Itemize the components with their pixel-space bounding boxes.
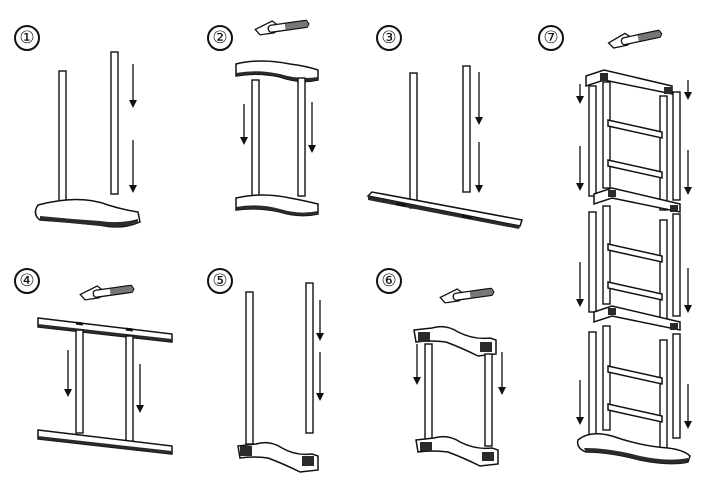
step-5-group bbox=[237, 282, 324, 473]
step-6-number: ⑥ bbox=[376, 268, 402, 294]
step-6-arrow-left bbox=[413, 344, 421, 385]
step-2-arrow-right bbox=[308, 102, 316, 153]
step-2-hammer-icon bbox=[253, 15, 311, 37]
step-7-arrow-left-top bbox=[576, 84, 584, 104]
step-1-pole-left bbox=[58, 70, 67, 213]
step-3-group bbox=[366, 65, 523, 229]
step-1-arrow-lower bbox=[129, 140, 137, 193]
step-3-pole-left bbox=[409, 72, 418, 209]
step-7-number: ⑦ bbox=[538, 25, 564, 51]
step-7-arrow-right-2 bbox=[684, 268, 692, 313]
step-1-number: ① bbox=[14, 25, 40, 51]
step-7-arrow-right-3 bbox=[684, 384, 692, 429]
step-7-tier-3 bbox=[588, 325, 681, 449]
step-2-arrow-left bbox=[240, 104, 248, 145]
step-1-group bbox=[34, 51, 141, 228]
step-7-top-frame bbox=[585, 69, 673, 95]
step-6-pole-left bbox=[424, 343, 433, 447]
step-6-arrow-right bbox=[498, 352, 506, 395]
step-3-base-rail bbox=[366, 191, 523, 227]
step-4-pole-right bbox=[125, 335, 134, 445]
step-6-pole-right bbox=[484, 353, 493, 447]
step-7-arrow-left-3 bbox=[576, 380, 584, 425]
step-7-arrow-left-2 bbox=[576, 262, 584, 307]
step-4-arrow-left bbox=[64, 350, 72, 397]
step-2-pole-left bbox=[251, 79, 260, 199]
step-2-bottom-bracket bbox=[235, 194, 319, 217]
step-4-group bbox=[37, 280, 173, 455]
step-7-arrow-right-1 bbox=[684, 150, 692, 195]
step-7-arrow-right-top bbox=[684, 80, 692, 100]
step-5-base-bracket bbox=[237, 441, 319, 473]
step-5-arrow-upper bbox=[316, 300, 324, 341]
step-4-arrow-right bbox=[136, 364, 144, 413]
step-4-number: ④ bbox=[14, 268, 40, 294]
step-3-pole-right bbox=[462, 65, 471, 193]
step-3-arrow-upper bbox=[475, 72, 483, 125]
step-5-pole-left bbox=[245, 291, 254, 445]
step-1-pole-right bbox=[110, 51, 119, 195]
step-6-bottom-bracket bbox=[415, 435, 499, 467]
step-7-tier-1 bbox=[588, 81, 681, 213]
step-4-pole-left bbox=[75, 329, 84, 434]
step-2-group bbox=[235, 15, 319, 217]
step-2-number: ② bbox=[207, 25, 233, 51]
step-7-hammer-icon bbox=[606, 25, 664, 50]
step-7-tier-2 bbox=[588, 205, 681, 331]
step-3-number: ③ bbox=[376, 25, 402, 51]
step-4-hammer-icon bbox=[78, 280, 136, 302]
step-2-pole-right bbox=[297, 77, 306, 197]
step-1-arrow-upper bbox=[129, 64, 137, 108]
step-7-group bbox=[576, 25, 692, 465]
step-6-top-bracket bbox=[413, 325, 497, 357]
step-3-arrow-lower bbox=[475, 142, 483, 193]
step-7-arrow-left-1 bbox=[576, 146, 584, 191]
step-6-hammer-icon bbox=[438, 283, 496, 305]
step-6-group bbox=[413, 283, 506, 467]
step-5-arrow-lower bbox=[316, 352, 324, 401]
step-5-number: ⑤ bbox=[207, 268, 233, 294]
step-5-pole-right bbox=[305, 282, 314, 434]
